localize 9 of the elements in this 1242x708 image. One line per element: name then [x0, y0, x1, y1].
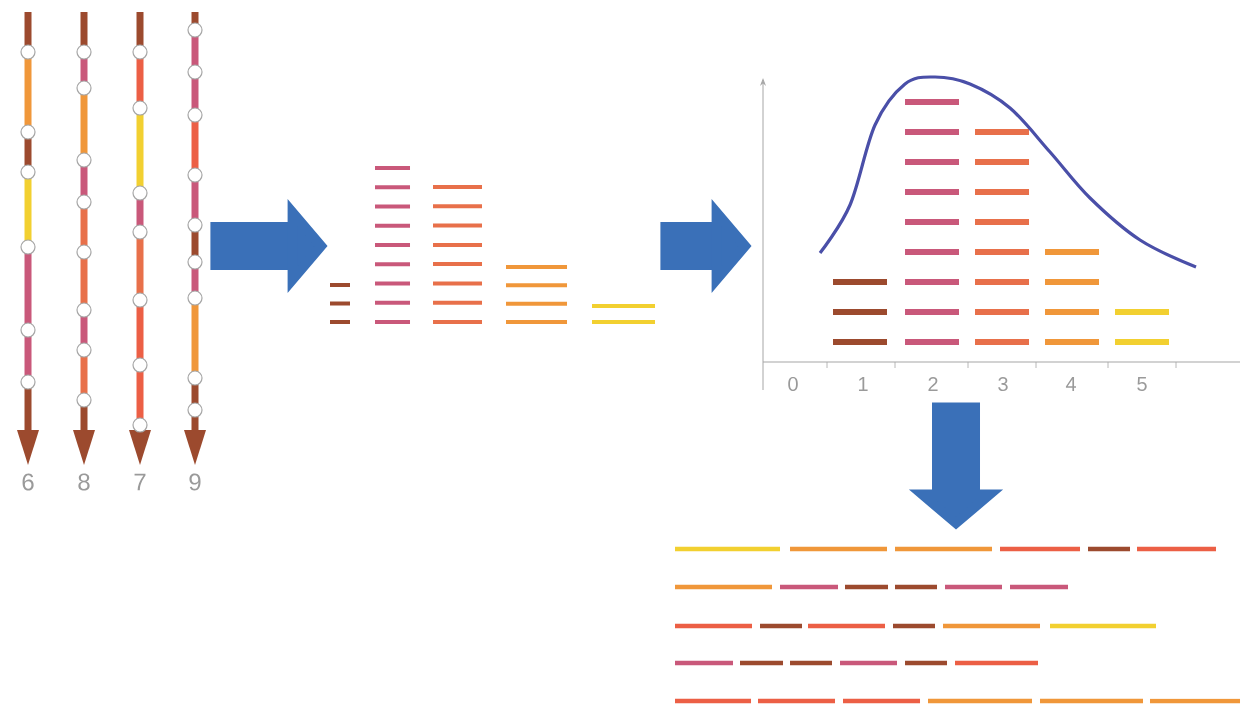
reads-drawing: [675, 546, 1240, 704]
fragments-drawing: [330, 166, 655, 324]
axis-tick-label: 3: [998, 376, 1008, 392]
histogram-chart-drawing: [760, 75, 1241, 391]
axis-tick-label: 0: [788, 376, 798, 392]
axis-tick-label: 5: [1137, 377, 1147, 391]
axis-tick-label: 4: [1065, 377, 1076, 391]
axis-tick-label: 2: [928, 377, 938, 391]
axis-tick-label: 1: [859, 377, 868, 391]
